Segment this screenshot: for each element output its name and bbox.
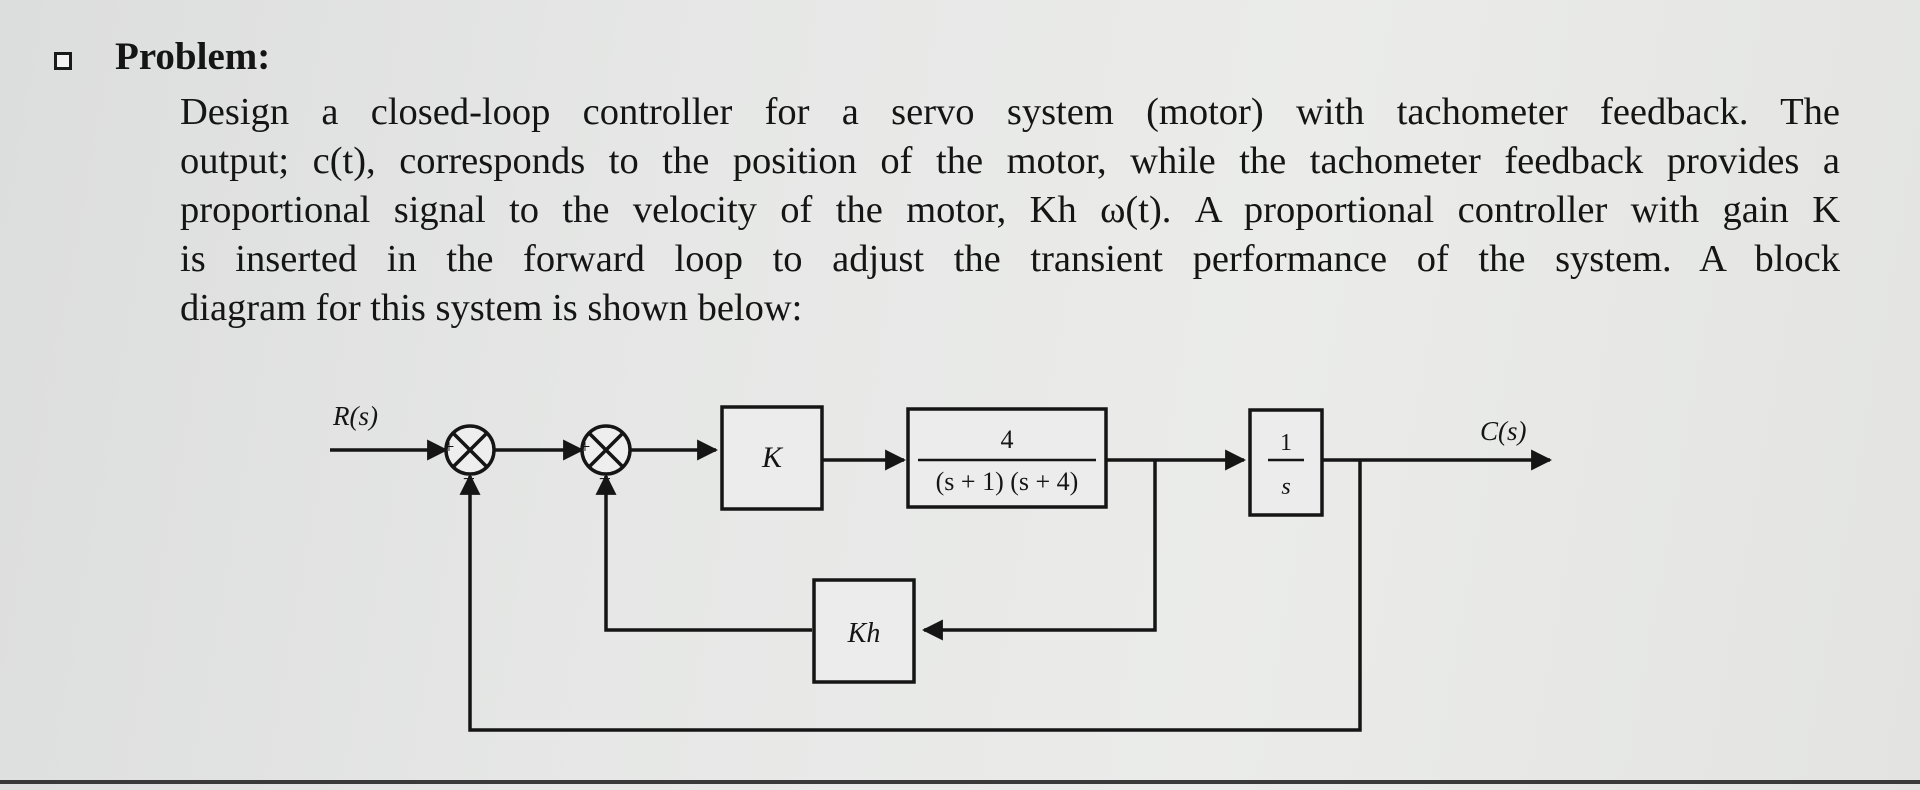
sum1-plus-sign: + — [444, 437, 455, 458]
integrator-numerator: 1 — [1280, 430, 1292, 456]
input-signal-label: R(s) — [332, 401, 378, 431]
output-signal-label: C(s) — [1480, 416, 1527, 446]
tachometer-block: Kh — [812, 578, 916, 684]
velocity-feedback-branch — [921, 460, 1157, 641]
sum1-minus-sign: − — [463, 466, 475, 491]
summing-junction-1: + − — [444, 424, 496, 491]
statement-line-5: diagram for this system is shown below: — [180, 287, 803, 329]
plant-denominator: (s + 1) (s + 4) — [936, 467, 1079, 496]
controller-gain-label: K — [761, 441, 784, 474]
statement-line-4: is inserted in the forward loop to adjus… — [180, 238, 1840, 280]
bullet-checkbox-icon — [54, 52, 72, 70]
problem-heading: Problem: — [115, 35, 271, 78]
page-bottom-rule — [0, 780, 1920, 784]
problem-statement: Design a closed-loop controller for a se… — [180, 88, 1840, 333]
summing-junction-2: + − — [580, 424, 632, 491]
plant-block: 4 (s + 1) (s + 4) — [906, 407, 1108, 509]
integrator-denominator: s — [1281, 474, 1290, 500]
plant-numerator: 4 — [1001, 425, 1014, 454]
statement-line-3: proportional signal to the velocity of t… — [180, 189, 1840, 231]
statement-line-1: Design a closed-loop controller for a se… — [180, 91, 1840, 133]
statement-line-2: output; c(t), corresponds to the positio… — [180, 140, 1840, 182]
sum2-plus-sign: + — [580, 437, 591, 458]
position-feedback-line — [459, 460, 1362, 732]
tachometer-feedback-line — [595, 473, 812, 632]
integrator-block: 1 s — [1248, 408, 1324, 517]
tachometer-gain-label: Kh — [847, 618, 881, 649]
controller-block: K — [720, 405, 824, 511]
sum2-minus-sign: − — [599, 466, 611, 491]
